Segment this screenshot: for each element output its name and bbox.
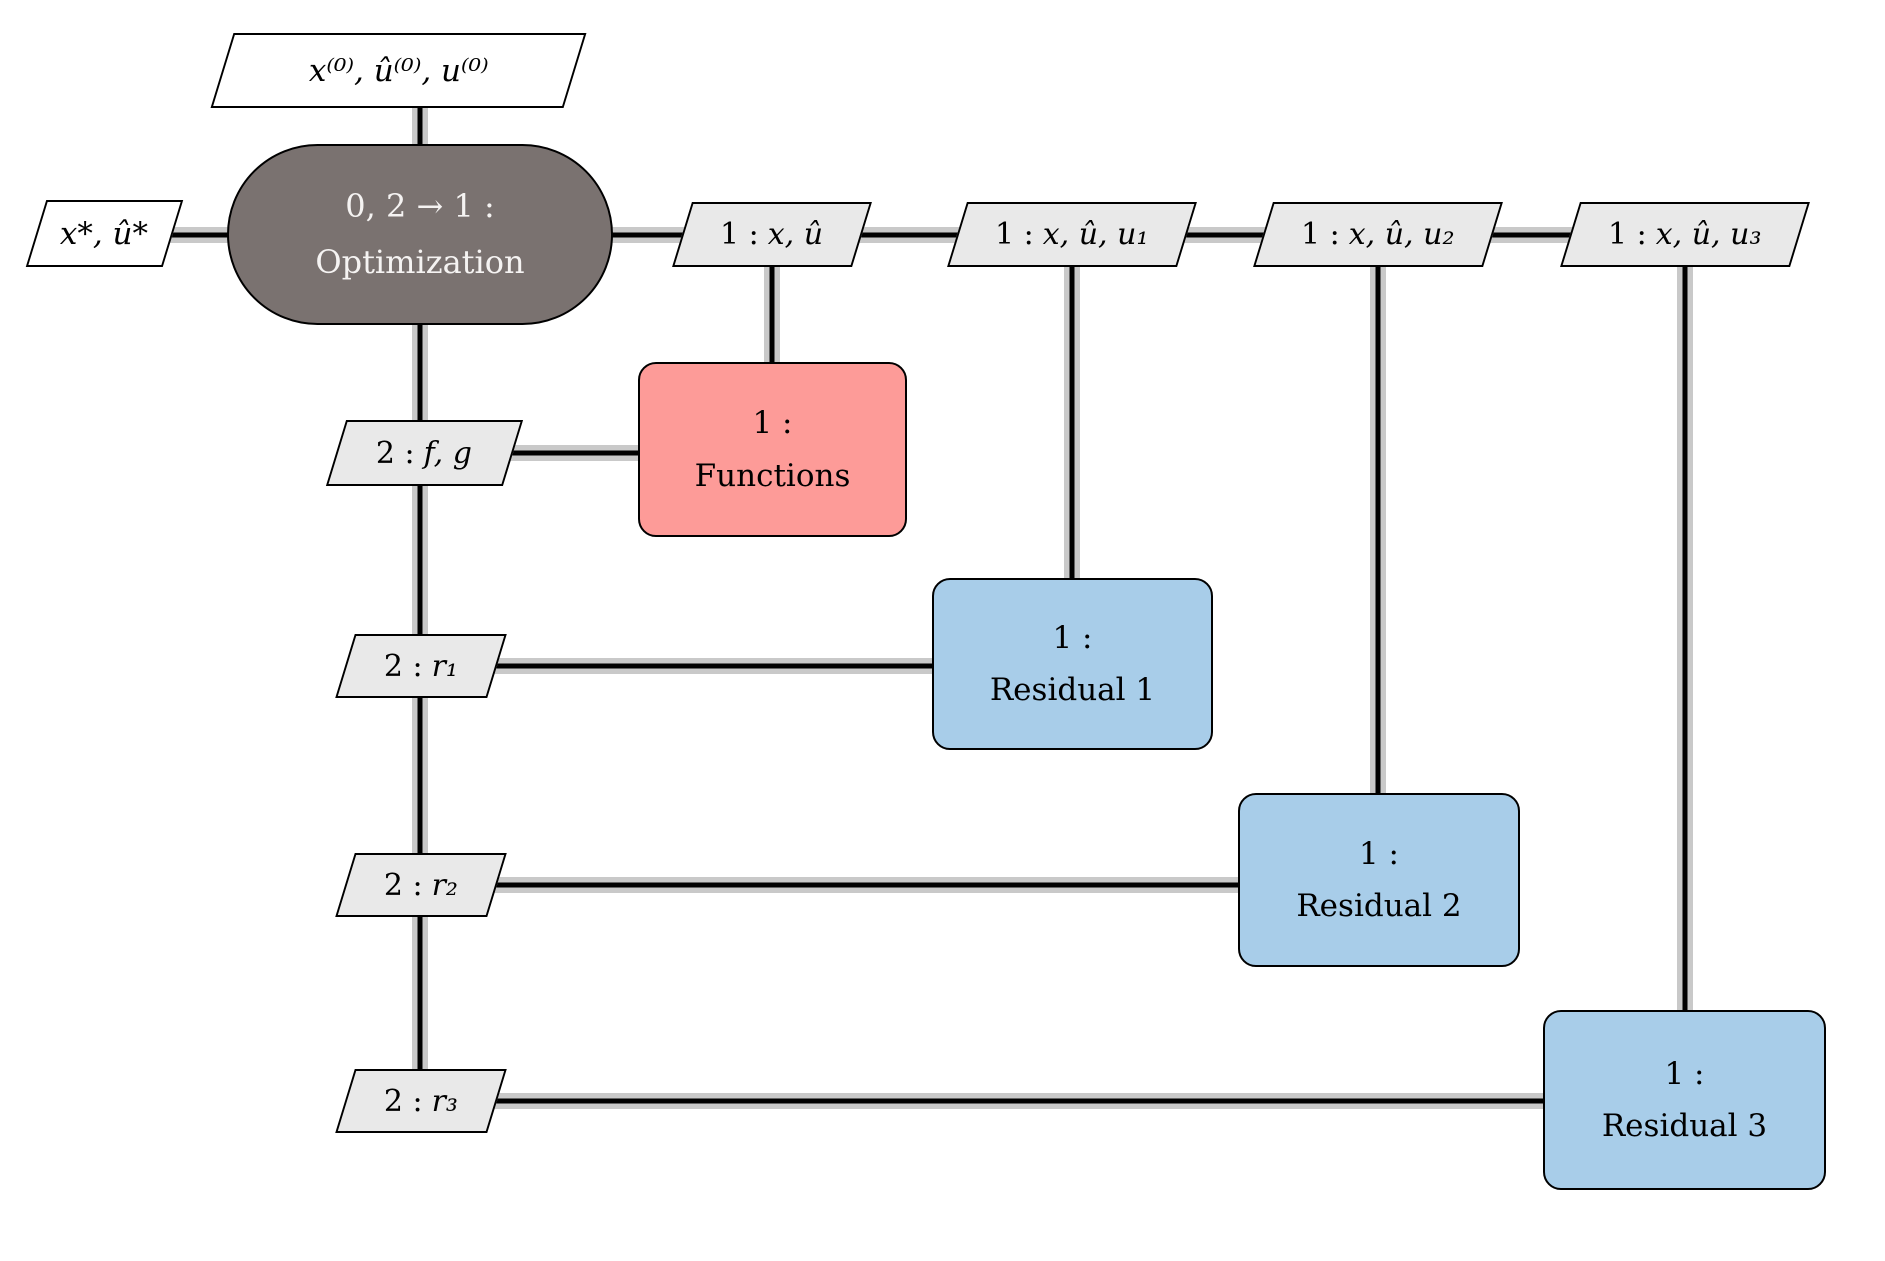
out-r3-prefix: 2 :	[383, 1083, 423, 1119]
node-data-x-u-u3: 1 : x, û, u₃	[1560, 202, 1810, 267]
node-data-x-u-u1: 1 : x, û, u₁	[947, 202, 1197, 267]
out-r3-math: r₃	[431, 1083, 459, 1119]
process-line	[769, 260, 775, 370]
data-x-u-u2-prefix: 1 :	[1301, 217, 1340, 252]
data-x-u-prefix: 1 :	[720, 217, 760, 252]
data-x-u-math: x, û	[768, 217, 824, 252]
line-r1-to-residual1	[488, 658, 940, 674]
data-x-u-u1-prefix: 1 :	[995, 217, 1034, 252]
line-xu-to-functions	[764, 260, 780, 370]
out-r2-prefix: 2 :	[383, 867, 423, 903]
node-residual3: 1 : Residual 3	[1543, 1010, 1826, 1190]
data-x-u-u1-math: x, û, u₁	[1043, 217, 1149, 252]
line-fg-to-functions	[498, 445, 648, 461]
out-f-g-prefix: 2 :	[376, 435, 416, 471]
process-line	[488, 882, 1248, 888]
node-optimal-outputs: x*, û*	[25, 200, 184, 267]
node-out-r3: 2 : r₃	[335, 1069, 507, 1133]
process-line	[1682, 260, 1688, 1017]
data-x-u-u2-math: x, û, u₂	[1349, 217, 1455, 252]
line-xuu2-to-residual2	[1370, 260, 1386, 800]
line-initial-to-optimization	[412, 100, 428, 152]
functions-step-label: 1 :	[752, 405, 793, 442]
process-line	[488, 663, 940, 669]
out-r1-math: r₁	[431, 648, 459, 684]
residual3-step-label: 1 :	[1664, 1055, 1705, 1092]
process-line	[1375, 260, 1381, 800]
node-residual1: 1 : Residual 1	[932, 578, 1213, 750]
line-r2-to-residual2	[488, 877, 1248, 893]
optimal-outputs-label: x*, û*	[60, 215, 149, 252]
initial-inputs-label: x⁽⁰⁾, û⁽⁰⁾, u⁽⁰⁾	[308, 52, 489, 89]
residual1-step-label: 1 :	[1052, 619, 1093, 656]
residual2-name-label: Residual 2	[1296, 888, 1462, 924]
node-out-r2: 2 : r₂	[335, 853, 507, 917]
data-x-u-u3-prefix: 1 :	[1608, 217, 1647, 252]
process-line	[160, 232, 230, 238]
node-out-r1: 2 : r₁	[335, 634, 507, 698]
line-r3-to-residual3	[488, 1093, 1551, 1109]
residual3-name-label: Residual 3	[1601, 1108, 1768, 1144]
out-r2-math: r₂	[431, 867, 459, 903]
line-xuu3-to-residual3	[1677, 260, 1693, 1017]
out-r1-prefix: 2 :	[383, 648, 423, 684]
node-residual2: 1 : Residual 2	[1238, 793, 1520, 967]
data-x-u-u3-math: x, û, u₃	[1656, 217, 1762, 252]
node-data-x-u-u2: 1 : x, û, u₂	[1253, 202, 1503, 267]
residual2-step-label: 1 :	[1358, 835, 1400, 872]
optimization-name-label: Optimization	[315, 242, 525, 281]
node-data-x-u: 1 : x, û	[672, 202, 872, 267]
process-line	[417, 100, 423, 152]
out-f-g-math: f, g	[424, 435, 473, 471]
process-line	[488, 1098, 1551, 1104]
node-optimization: 0, 2 → 1 : Optimization	[227, 144, 613, 325]
process-line	[498, 450, 648, 456]
node-functions: 1 : Functions	[638, 362, 907, 537]
residual1-name-label: Residual 1	[989, 672, 1156, 708]
process-line	[1069, 260, 1075, 585]
node-out-f-g: 2 : f, g	[325, 420, 524, 486]
node-initial-inputs: x⁽⁰⁾, û⁽⁰⁾, u⁽⁰⁾	[210, 33, 587, 108]
optimization-step-label: 0, 2 → 1 :	[345, 187, 495, 226]
functions-name-label: Functions	[694, 457, 851, 494]
line-optimization-to-xstar	[160, 227, 230, 243]
line-xuu1-to-residual1	[1064, 260, 1080, 585]
